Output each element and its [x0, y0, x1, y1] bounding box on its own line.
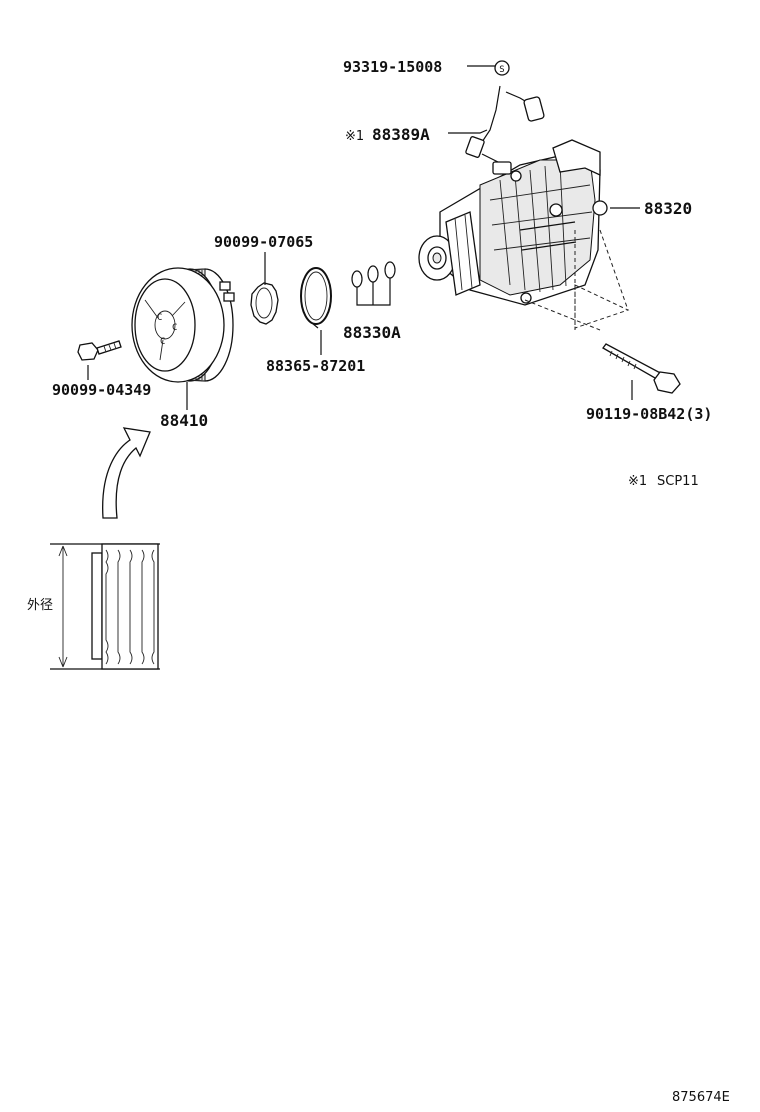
- footnote-mark: ※1: [628, 474, 647, 489]
- bolt-90119-08b42: [602, 343, 681, 394]
- outer-diameter-label: 外径: [27, 598, 53, 613]
- label-90099-04349: 90099-04349: [52, 381, 151, 399]
- snap-ring-88365-87201: [300, 267, 332, 329]
- label-93319-15008: 93319-15008: [343, 58, 442, 76]
- pulley-cross-section: 外径: [27, 543, 160, 670]
- s-mark-icon: S: [499, 65, 504, 75]
- wire-harness-88389a: [465, 85, 545, 175]
- label-90119-08b42: 90119-08B42(3): [586, 405, 712, 423]
- bolt-93319-15008: S: [494, 60, 510, 76]
- label-88410: 88410: [160, 411, 208, 430]
- detail-arrow: [102, 427, 151, 519]
- footnote-text: SCP11: [657, 474, 699, 489]
- leader-lines: [87, 65, 640, 410]
- svg-text:C: C: [157, 313, 162, 323]
- shim-90099-07065: [250, 282, 279, 325]
- bolt-90099-04349: [77, 340, 122, 361]
- label-88389a: 88389A: [372, 125, 430, 144]
- label-88330a: 88330A: [343, 323, 401, 342]
- label-88365-87201: 88365-87201: [266, 357, 365, 375]
- svg-text:C: C: [172, 323, 177, 333]
- clutch-pulley-88410: C C C: [131, 267, 235, 383]
- label-88389a-mark: ※1: [345, 129, 364, 144]
- compressor-88320: [418, 139, 630, 331]
- label-90099-07065: 90099-07065: [214, 233, 313, 251]
- label-88320: 88320: [644, 199, 692, 218]
- document-id: 875674E: [672, 1090, 730, 1105]
